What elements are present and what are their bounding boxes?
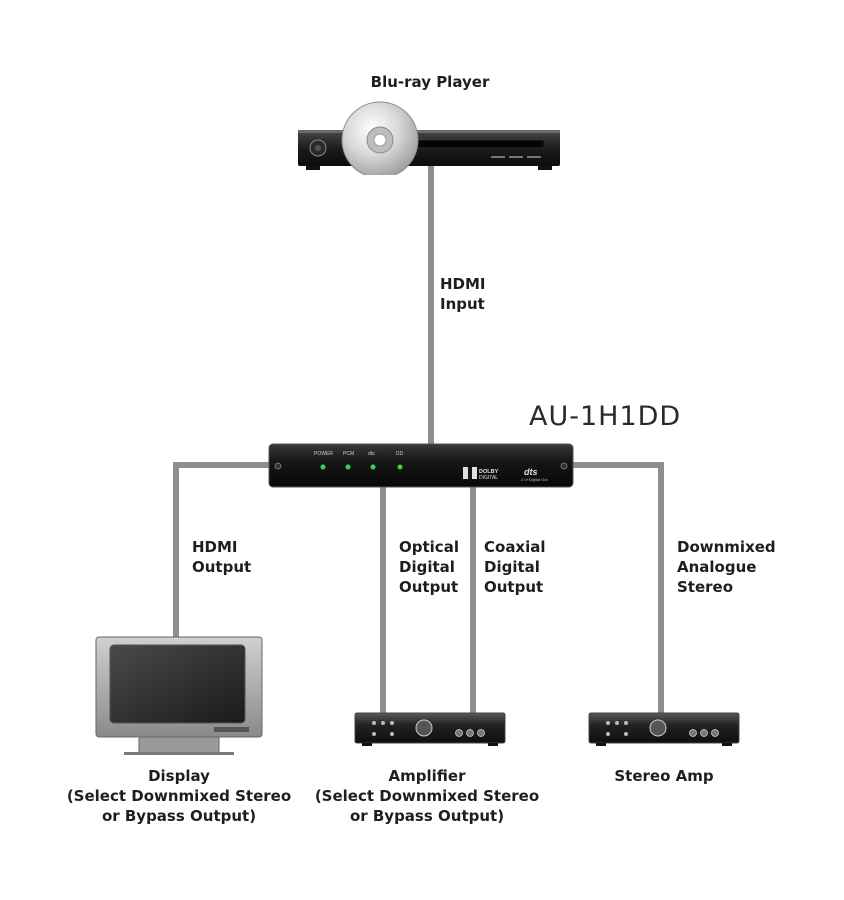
led-label-pcm: PCM xyxy=(343,451,354,457)
amplifier-label: Amplifier (Select Downmixed Stereo or By… xyxy=(314,767,540,825)
bluray-player-label: Blu-ray Player xyxy=(370,73,490,91)
svg-text:DIGITAL: DIGITAL xyxy=(479,475,498,481)
amplifier xyxy=(354,712,506,746)
dts-logo-text: dts xyxy=(524,467,538,477)
cable-analogue-output xyxy=(568,462,664,468)
analogue-output-label: Downmixed Analogue Stereo xyxy=(677,538,776,596)
hdmi-output-label: HDMI Output xyxy=(192,538,252,576)
cable-analogue-output-vertical xyxy=(658,462,664,716)
coaxial-output-label: Coaxial Digital Output xyxy=(484,538,546,596)
cable-coaxial-output xyxy=(470,485,476,715)
led-dts-icon xyxy=(370,464,376,470)
led-pcm-icon xyxy=(345,464,351,470)
dts-sub-text: 2.0+Digital Out xyxy=(521,477,548,482)
display-tv xyxy=(95,636,263,755)
display-label: Display (Select Downmixed Stereo or Bypa… xyxy=(66,767,292,825)
cable-optical-output xyxy=(380,485,386,715)
cable-hdmi-output xyxy=(173,462,277,468)
converter-model-title: AU-1H1DD xyxy=(529,401,682,432)
led-label-dd: DD xyxy=(396,451,404,457)
led-dd-icon xyxy=(397,464,403,470)
stereo-volume-knob-icon xyxy=(649,719,667,737)
cable-hdmi-output-vertical xyxy=(173,462,179,640)
led-label-power: POWER xyxy=(314,451,333,457)
volume-knob-icon xyxy=(415,719,433,737)
bluray-player xyxy=(298,101,560,175)
hdmi-input-label: HDMI Input xyxy=(440,275,486,313)
cable-hdmi-input xyxy=(428,165,434,447)
led-label-dts: dts xyxy=(368,451,375,457)
stereo-amp xyxy=(588,712,740,746)
converter-unit: POWER PCM dts DD DOLBY DIGITAL dts 2.0+D… xyxy=(268,443,574,488)
stereo-amp-label: Stereo Amp xyxy=(614,767,714,785)
disc-icon xyxy=(341,101,419,175)
optical-output-label: Optical Digital Output xyxy=(399,538,459,596)
led-power-icon xyxy=(320,464,326,470)
dolby-logo-text: DOLBY xyxy=(479,469,499,475)
